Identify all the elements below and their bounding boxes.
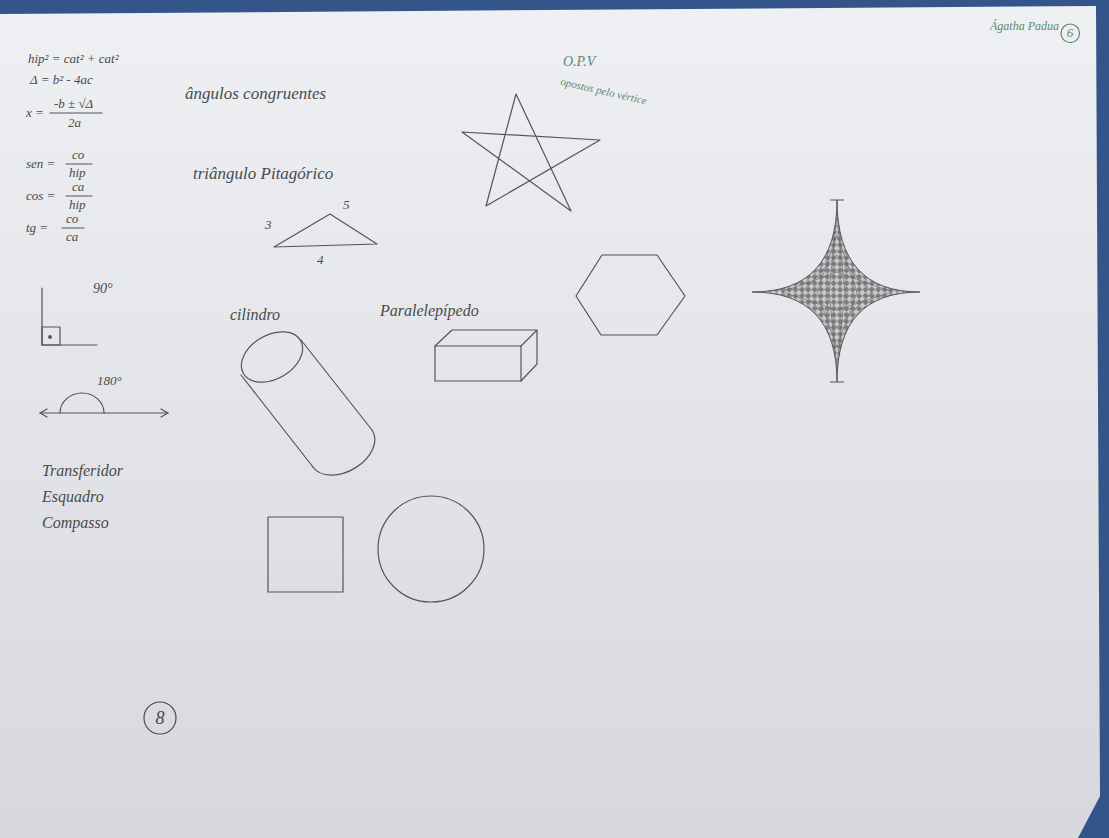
fraction-numerator: co [72, 148, 84, 161]
fraction-denominator: ca [66, 230, 78, 243]
fraction-numerator: co [66, 212, 78, 225]
tool-name: Transferidor [42, 463, 123, 479]
tool-name: Esquadro [42, 489, 104, 505]
right-angle-mark [42, 327, 60, 345]
formula-text: sen = [26, 157, 55, 170]
fraction-bar [66, 163, 92, 164]
angle-label: 180° [97, 374, 122, 387]
pentagram [462, 94, 600, 211]
heading: triângulo Pitagórico [193, 165, 333, 182]
side-length: 4 [317, 253, 324, 266]
right-angle-dot [49, 336, 52, 339]
fraction-bar [62, 227, 84, 228]
circle [378, 496, 484, 602]
string-art-star [752, 200, 920, 382]
square [268, 517, 343, 592]
circled-number-text: 8 [156, 709, 165, 727]
angle-arc [60, 393, 104, 413]
circled-number: 8 [143, 701, 177, 735]
right-angle [42, 288, 97, 345]
circled-number-text: 6 [1067, 26, 1074, 39]
fraction-denominator: hip [69, 166, 86, 179]
formula-text: Δ = b² - 4ac [30, 73, 93, 86]
side-length: 5 [343, 198, 350, 211]
formula-text: x = [26, 106, 44, 119]
formula-text: tg = [26, 221, 48, 234]
hexagon [576, 255, 685, 335]
angle-label: 90° [93, 282, 113, 296]
author-name: Ágatha Padua [990, 20, 1059, 32]
circled-number: 6 [1060, 23, 1081, 44]
shape-name: Paralelepípedo [380, 303, 479, 319]
abbreviation: O.P.V [563, 55, 595, 69]
fraction-denominator: hip [69, 198, 86, 211]
shape-name: cilindro [230, 307, 280, 323]
tool-name: Compasso [42, 515, 109, 531]
formula-text: cos = [26, 189, 55, 202]
cylinder [232, 321, 374, 475]
fraction-bar [66, 195, 92, 196]
fraction-numerator: -b ± √Δ [54, 97, 93, 110]
fraction-numerator: ca [72, 180, 84, 193]
side-length: 3 [265, 218, 272, 231]
paper [0, 6, 1100, 838]
fraction-bar [50, 112, 102, 113]
right-triangle [274, 214, 377, 247]
formula-text: hip² = cat² + cat² [28, 52, 119, 65]
fraction-denominator: 2a [68, 116, 81, 129]
parallelepiped [435, 330, 537, 381]
heading: ângulos congruentes [185, 85, 326, 102]
